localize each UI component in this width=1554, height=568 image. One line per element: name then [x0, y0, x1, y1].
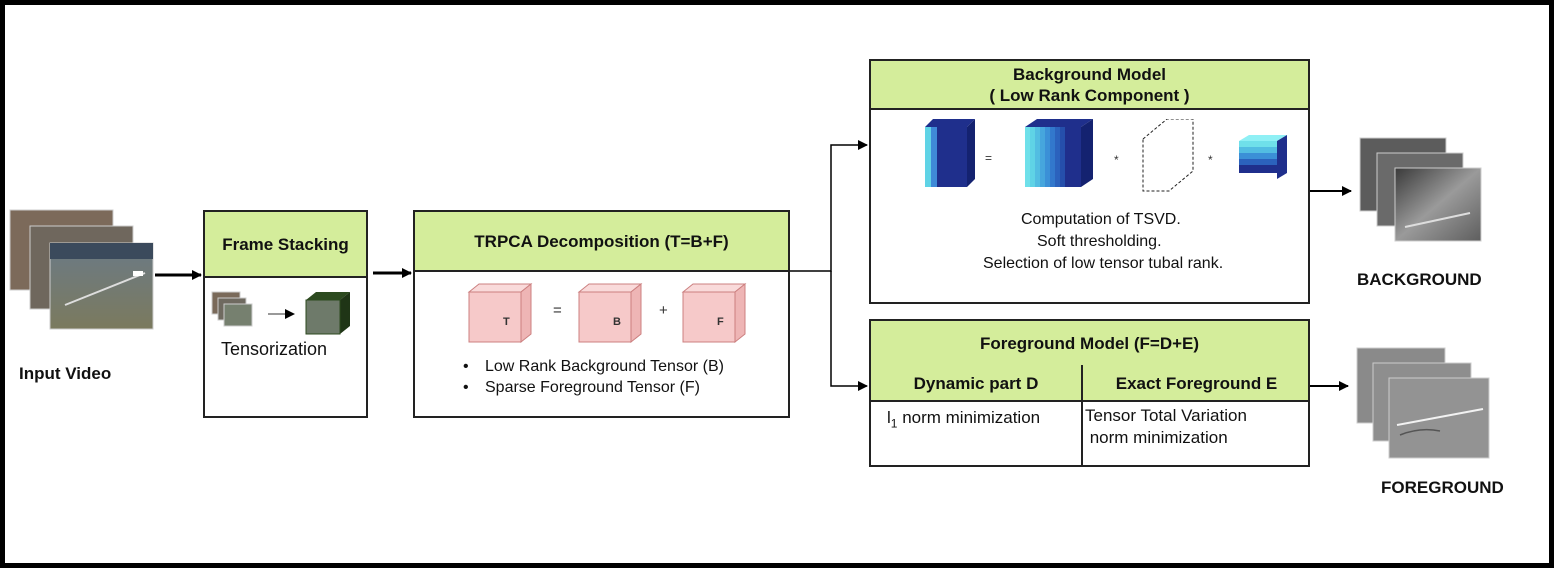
cube-b-label: B — [613, 316, 621, 328]
foreground-model-title: Foreground Model (F=D+E) — [871, 321, 1308, 367]
frame-stacking-title: Frame Stacking — [205, 212, 366, 278]
background-model-subtitle: ( Low Rank Component ) — [989, 85, 1190, 105]
bg-step-2: Soft thresholding. — [1037, 233, 1162, 250]
foreground-subheader-row — [871, 365, 1308, 402]
connectors-layer — [9, 137, 1490, 459]
trpca-cubes — [467, 282, 747, 344]
tensorization-caption: Tensorization — [221, 339, 328, 359]
cube-t — [467, 282, 533, 344]
trpca-bullet-list: Low Rank Background Tensor (B) Sparse Fo… — [459, 356, 724, 398]
bg-step-1: Computation of TSVD. — [1021, 211, 1181, 228]
tensor-a — [925, 119, 975, 187]
trpca-bullet-background: Low Rank Background Tensor (B) — [459, 356, 724, 377]
foreground-column-divider — [1081, 365, 1083, 465]
trpca-plus: + — [659, 302, 668, 319]
foreground-output-label: FOREGROUND — [1381, 478, 1504, 497]
frame-stacking-box: Frame Stacking Tensorization — [203, 210, 368, 418]
tensorization-illustration — [211, 291, 350, 335]
foreground-output-frames — [1356, 347, 1490, 459]
tv-norm-line-2: norm minimization — [1085, 428, 1228, 447]
tensor-v — [1239, 135, 1287, 179]
background-model-header: Background Model ( Low Rank Component ) — [871, 61, 1308, 110]
tsvd-star-2: * — [1208, 153, 1213, 167]
cube-b — [577, 282, 643, 344]
background-model-box: Background Model ( Low Rank Component ) — [869, 59, 1310, 304]
tsvd-star-1: * — [1114, 153, 1119, 167]
trpca-title: TRPCA Decomposition (T=B+F) — [415, 212, 788, 272]
tensor-s — [1142, 119, 1194, 192]
tensor-u — [1025, 119, 1093, 187]
background-output-frames — [1359, 137, 1482, 242]
trpca-equals: = — [553, 302, 562, 319]
input-video-frames — [9, 209, 154, 330]
arrow-trpca-to-models — [790, 140, 868, 391]
input-video-label: Input Video — [19, 364, 112, 383]
background-output-label: BACKGROUND — [1357, 270, 1482, 289]
foreground-model-box: Foreground Model (F=D+E) Dynamic part D … — [869, 319, 1310, 467]
trpca-bullet-foreground: Sparse Foreground Tensor (F) — [459, 377, 724, 398]
cube-f-label: F — [717, 316, 724, 328]
l1-norm-text: l1 norm minimization — [887, 408, 1041, 431]
background-model-title: Background Model — [1012, 64, 1166, 84]
cube-t-label: T — [503, 316, 510, 328]
tv-norm-line-1: Tensor Total Variation — [1085, 406, 1247, 425]
bg-step-3: Selection of low tensor tubal rank. — [983, 255, 1224, 272]
trpca-box: TRPCA Decomposition (T=B+F) T B F = + — [413, 210, 790, 418]
dynamic-part-header: Dynamic part D — [913, 374, 1039, 393]
tsvd-equals: = — [985, 151, 993, 165]
exact-foreground-header: Exact Foreground E — [1115, 374, 1278, 393]
tsvd-illustration — [925, 119, 1287, 192]
cube-f — [681, 282, 747, 344]
